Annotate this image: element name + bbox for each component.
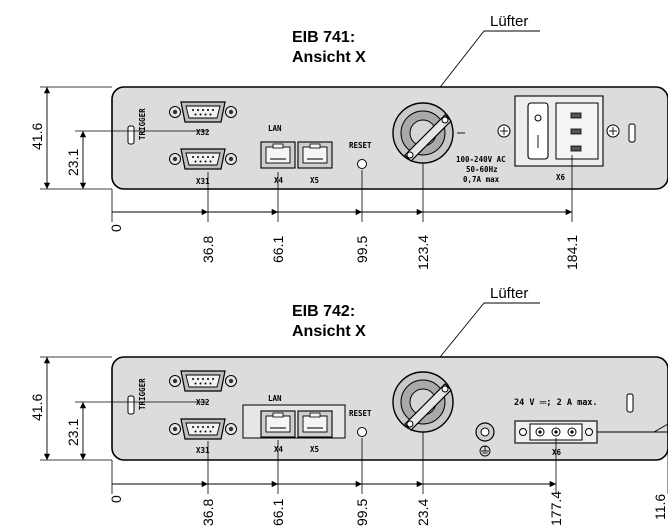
eib741-power-line1: 100-240V AC (456, 155, 506, 164)
eib742-fan-callout: Lüfter (490, 285, 528, 302)
eib741-title-line2: Ansicht X (292, 49, 366, 66)
eib741-trigger-label: TRIGGER (138, 108, 147, 140)
ground-icon (479, 445, 491, 457)
eib742-x31-label: X31 (196, 446, 210, 455)
eib742-title-line2: Ansicht X (292, 323, 366, 340)
eib741-view: EIB 741: Ansicht X Lüfter TRIGGER X32 X3… (29, 13, 668, 270)
eib741-dim-123-4: 123.4 (415, 235, 431, 270)
eib741-inlet-pin1 (570, 112, 582, 119)
eib741-dim-99-5: 99.5 (354, 236, 370, 263)
eib741-mount-slot-right (628, 123, 636, 143)
eib742-dim-36-8: 36.8 (200, 499, 216, 526)
eib741-fan (392, 102, 454, 164)
eib741-fan-callout: Lüfter (490, 13, 528, 30)
eib741-dim-66-1: 66.1 (270, 236, 286, 263)
eib741-x6-label: X6 (556, 173, 566, 182)
eib742-x4-port (260, 410, 296, 438)
eib742-x6-label: X6 (552, 448, 562, 457)
eib741-x5-port (297, 141, 333, 169)
eib741-dim-184-1: 184.1 (564, 235, 580, 270)
eib742-dim-0: 0 (108, 495, 124, 503)
eib742-reset-label: RESET (349, 409, 372, 418)
eib741-power-switch (527, 102, 549, 160)
eib741-x4-port (260, 141, 296, 169)
eib742-x4-label: X4 (274, 445, 284, 454)
eib742-dim-41-6: 41.6 (29, 394, 45, 421)
eib741-power-line3: 0,7A max (463, 175, 500, 184)
eib742-dim-23-4: 23.4 (415, 499, 431, 526)
eib742-dim-177-4: 177.4 (548, 491, 564, 526)
eib741-title-line1: EIB 741: (292, 29, 355, 46)
eib741-x32-label: X32 (196, 128, 210, 137)
eib741-dim-41-6: 41.6 (29, 123, 45, 150)
eib741-lan-label: LAN (268, 124, 282, 133)
eib741-inlet-pin2 (570, 128, 582, 135)
eib741-inlet-pin3 (570, 145, 582, 152)
eib741-dim-0: 0 (108, 224, 124, 232)
eib742-x5-label: X5 (310, 445, 319, 454)
eib741-x31-label: X31 (196, 177, 210, 186)
eib741-x5-label: X5 (310, 176, 319, 185)
eib742-x32-label: X32 (196, 398, 210, 407)
eib742-power-label: 24 V ⎓; 2 A max. (514, 398, 598, 408)
eib741-power-line2: 50-60Hz (466, 165, 498, 174)
eib742-dim-11-6: 11.6 (652, 494, 668, 520)
eib741-dim-36-8: 36.8 (200, 236, 216, 263)
eib741-x4-label: X4 (274, 176, 284, 185)
eib742-mount-slot-left (127, 395, 135, 415)
eib742-dim-66-1: 66.1 (270, 499, 286, 526)
eib741-mount-slot-left (127, 125, 135, 145)
eib742-dim-23-1: 23.1 (65, 419, 81, 446)
eib741-dim-23-1: 23.1 (65, 149, 81, 176)
eib742-title-line1: EIB 742: (292, 303, 355, 320)
eib742-x5-port (297, 410, 333, 438)
eib742-reset-button (357, 427, 367, 437)
eib742-mount-slot-right (626, 393, 634, 413)
eib741-reset-button (357, 159, 367, 169)
eib742-trigger-label: TRIGGER (138, 378, 147, 410)
eib741-reset-label: RESET (349, 141, 372, 150)
eib742-fan (392, 371, 454, 433)
eib742-view: EIB 742: Ansicht X Lüfter TRIGGER X32 X3… (29, 285, 668, 526)
eib742-dim-99-5: 99.5 (354, 499, 370, 526)
eib742-lan-label: LAN (268, 394, 282, 403)
